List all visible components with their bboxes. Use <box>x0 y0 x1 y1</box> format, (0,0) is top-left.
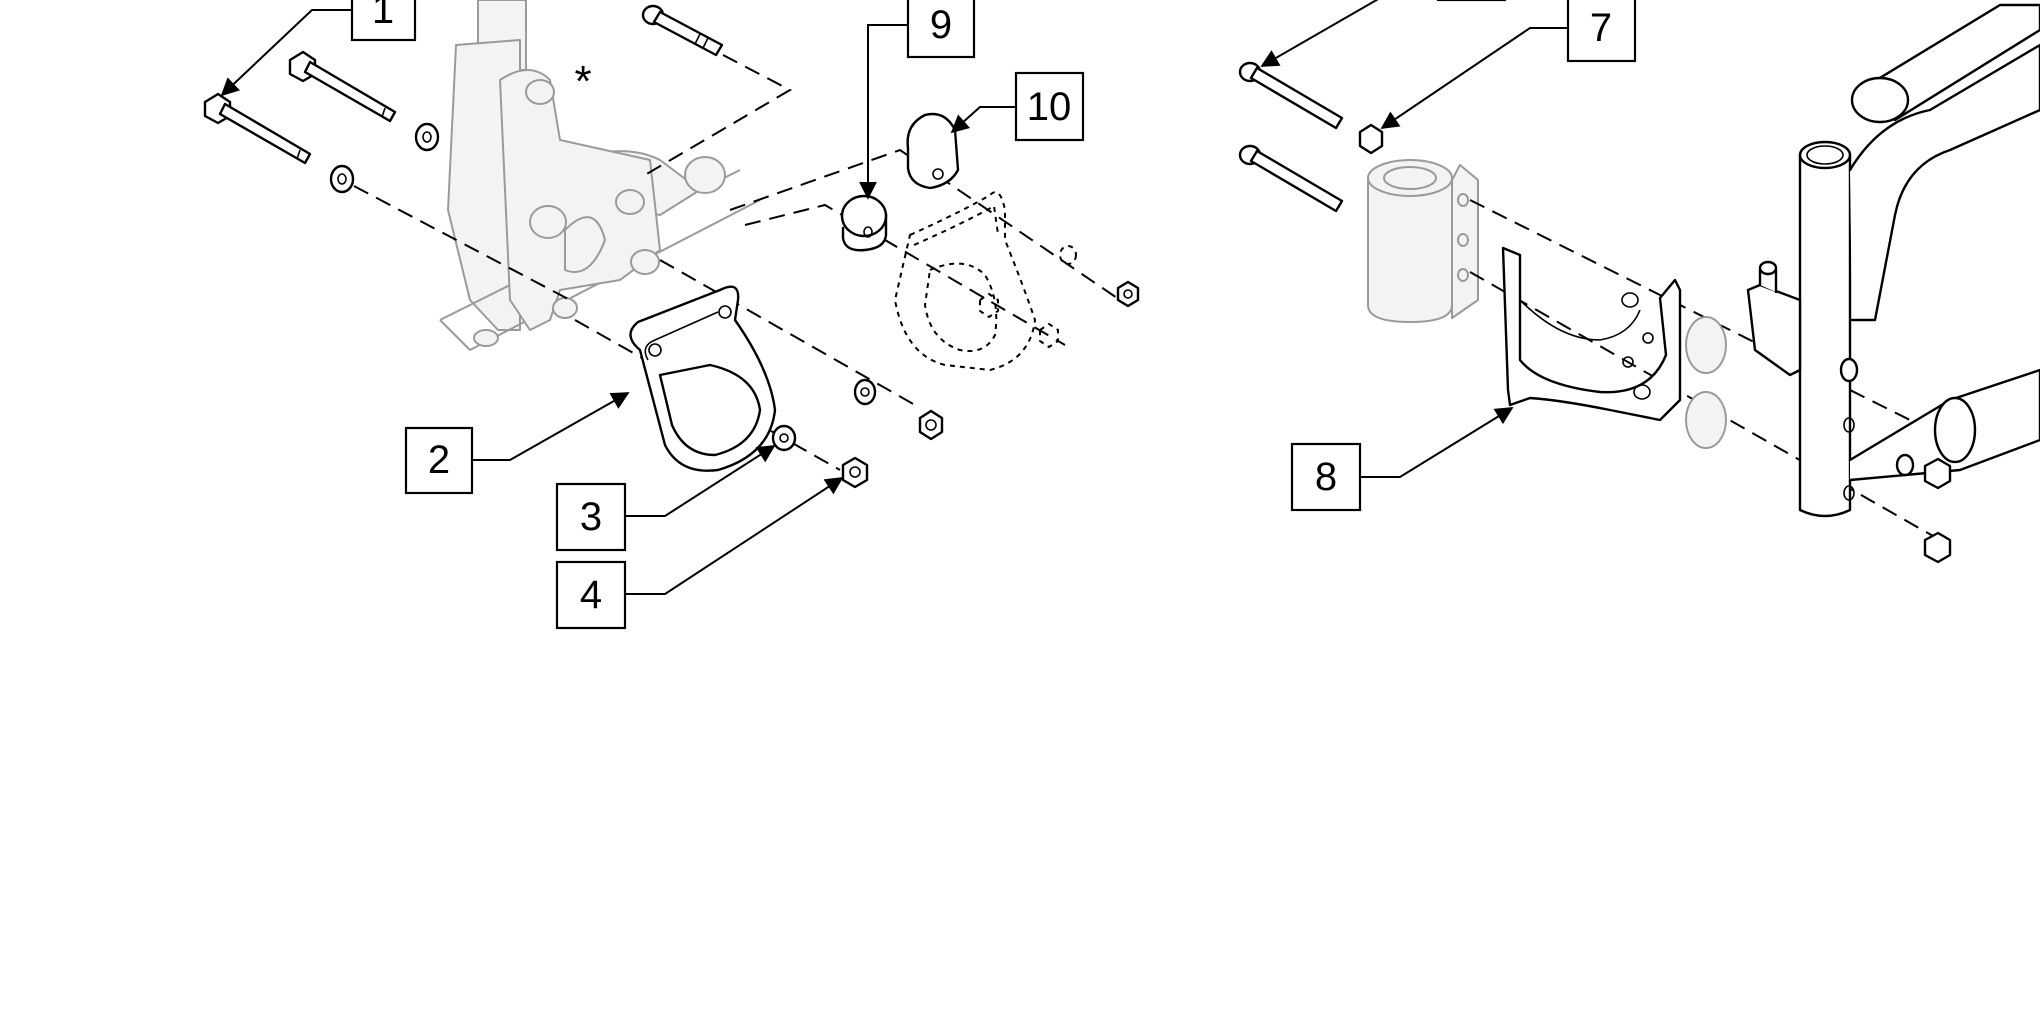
washer-part-3 <box>771 424 797 452</box>
nut-right-upper <box>1923 457 1952 490</box>
svg-text:9: 9 <box>930 3 952 47</box>
callout-partial <box>1260 0 1507 67</box>
latch-pin <box>1746 260 1802 377</box>
svg-text:7: 7 <box>1590 6 1612 50</box>
bolt-lower-left <box>203 92 312 165</box>
washer-middle <box>853 378 877 406</box>
svg-text:2: 2 <box>428 438 450 482</box>
ghost-spacer-lower <box>1685 391 1727 449</box>
bolt-top-center <box>641 4 724 57</box>
callout-8: 8 <box>1290 407 1514 512</box>
bolt-upper-left <box>288 50 397 123</box>
bumper-part-10 <box>906 112 960 190</box>
callout-10: 10 <box>950 71 1085 142</box>
svg-text:8: 8 <box>1315 455 1337 499</box>
callout-9: 9 <box>859 0 976 200</box>
ghost-frame-left <box>439 0 761 351</box>
frame-tubes-right <box>1798 3 2040 518</box>
callout-2: 2 <box>404 392 630 495</box>
bracket-part-8 <box>1501 246 1682 422</box>
washer-upper <box>414 122 440 152</box>
right-assembly <box>1238 3 2040 564</box>
bolt-right-upper <box>1238 61 1344 130</box>
callout-4: 4 <box>555 477 844 630</box>
ghost-hinge <box>1367 159 1479 323</box>
nut-middle <box>918 409 944 441</box>
spacer-part-9 <box>840 194 888 252</box>
left-assembly: * <box>203 0 1140 489</box>
svg-text:1: 1 <box>372 0 394 32</box>
callout-1: 1 <box>220 0 417 97</box>
bolt-right-lower <box>1238 144 1344 213</box>
washer-lower <box>329 164 355 194</box>
dotted-plate <box>893 191 1140 372</box>
bracket-part-2 <box>629 285 777 472</box>
nut-right-lower <box>1923 531 1952 564</box>
ghost-spacer-upper <box>1685 316 1727 374</box>
svg-text:10: 10 <box>1027 85 1072 129</box>
svg-text:4: 4 <box>580 573 602 617</box>
nut-part-4 <box>841 456 869 489</box>
note-asterisk: * <box>574 57 591 106</box>
svg-text:3: 3 <box>580 495 602 539</box>
callout-7: 7 <box>1380 0 1637 130</box>
nut-part-7 <box>1358 123 1384 155</box>
callout-3: 3 <box>555 445 776 552</box>
